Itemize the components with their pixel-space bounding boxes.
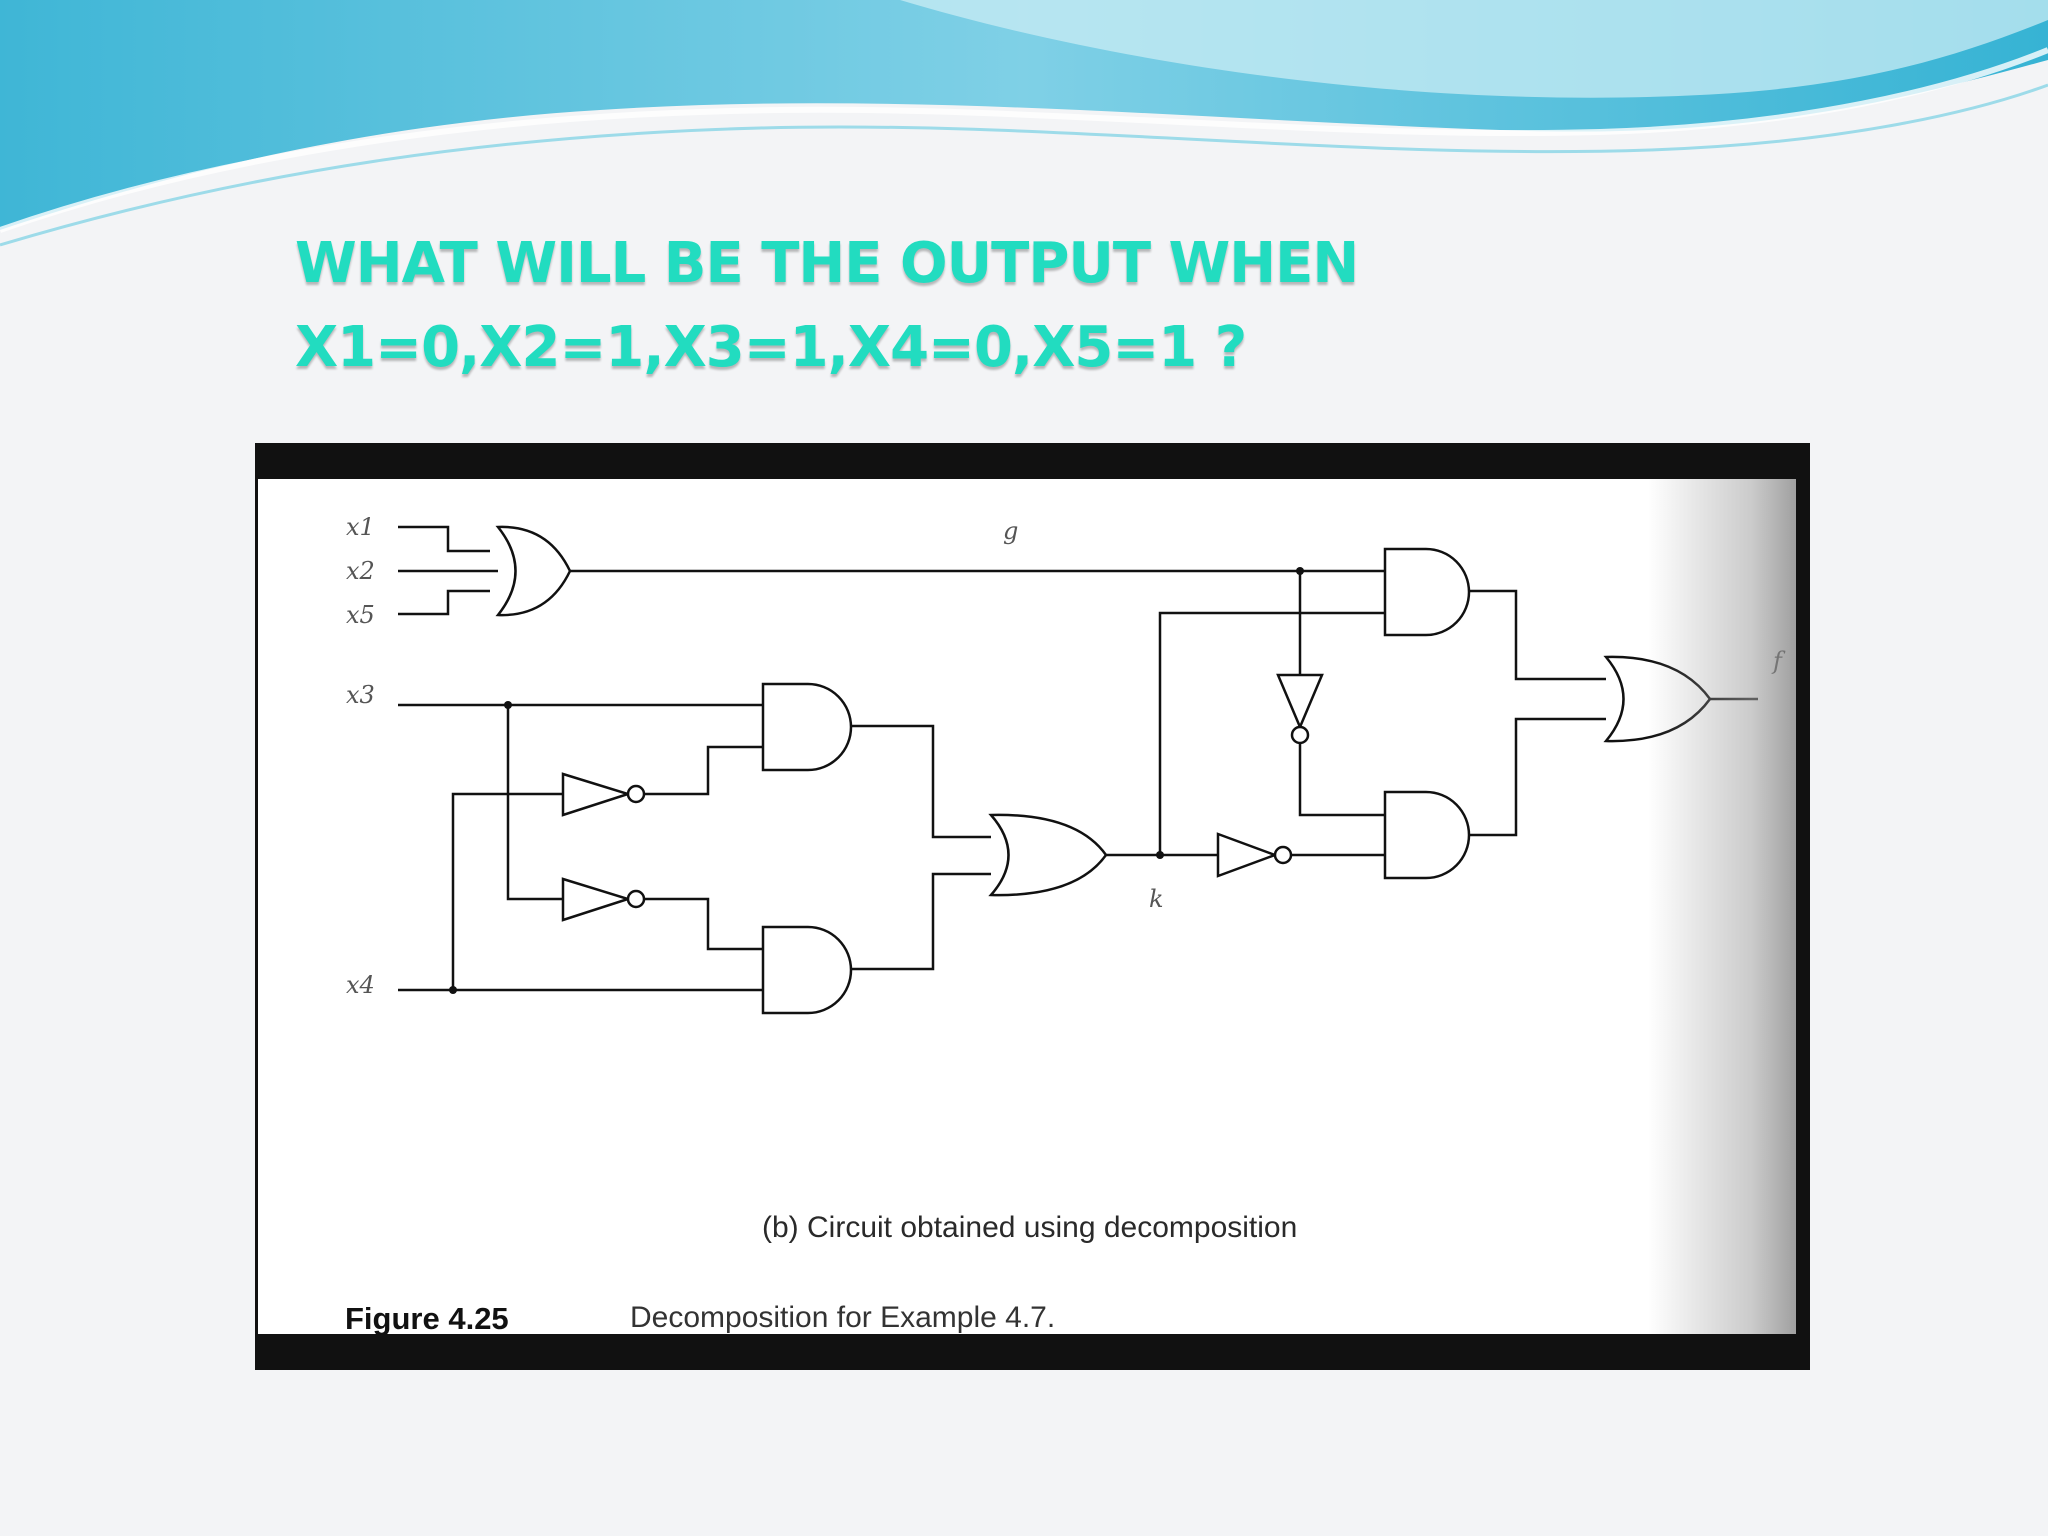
input-label-x2: x2 — [346, 557, 375, 585]
input-label-x3: x3 — [346, 681, 375, 709]
and-gate-2 — [761, 925, 853, 1015]
not-gate-g — [1276, 673, 1324, 731]
not-gate-2 — [561, 877, 633, 922]
figure-subcaption: (b) Circuit obtained using decomposition — [762, 1211, 1298, 1244]
and-gate-top-right — [1383, 547, 1471, 637]
circuit-wires — [398, 525, 1758, 992]
or-gate-g — [495, 525, 572, 617]
and-gate-bottom-right — [1383, 790, 1471, 880]
junction-dots — [449, 567, 1304, 994]
logic-circuit-diagram: x1 x2 x5 x3 x4 g k f — [346, 513, 1786, 1015]
circuit-figure-page: x1 x2 x5 x3 x4 g k f — [258, 479, 1796, 1334]
not-gate-1 — [561, 772, 633, 817]
and-gate-1 — [761, 682, 853, 772]
figure-caption: Decomposition for Example 4.7. — [630, 1301, 1056, 1334]
input-label-x4: x4 — [346, 971, 375, 999]
decorative-wave-banner — [0, 0, 2048, 247]
slide-title-line-2: X1=0,X2=1,X3=1,X4=0,X5=1 ? — [295, 315, 1247, 380]
slide-title-line-1: WHAT WILL BE THE OUTPUT WHEN — [295, 231, 1359, 296]
not-gate-k — [1216, 832, 1279, 878]
slide-title: WHAT WILL BE THE OUTPUT WHEN X1=0,X2=1,X… — [295, 222, 1359, 390]
figure-label: Figure 4.25 — [345, 1301, 509, 1334]
page-shadow — [1648, 479, 1796, 1334]
signal-label-g: g — [1003, 517, 1018, 545]
signal-label-k: k — [1149, 885, 1164, 913]
circuit-figure: x1 x2 x5 x3 x4 g k f — [255, 443, 1810, 1370]
input-label-x1: x1 — [346, 513, 375, 541]
input-label-x5: x5 — [346, 601, 375, 629]
or-gate-k — [988, 813, 1108, 897]
